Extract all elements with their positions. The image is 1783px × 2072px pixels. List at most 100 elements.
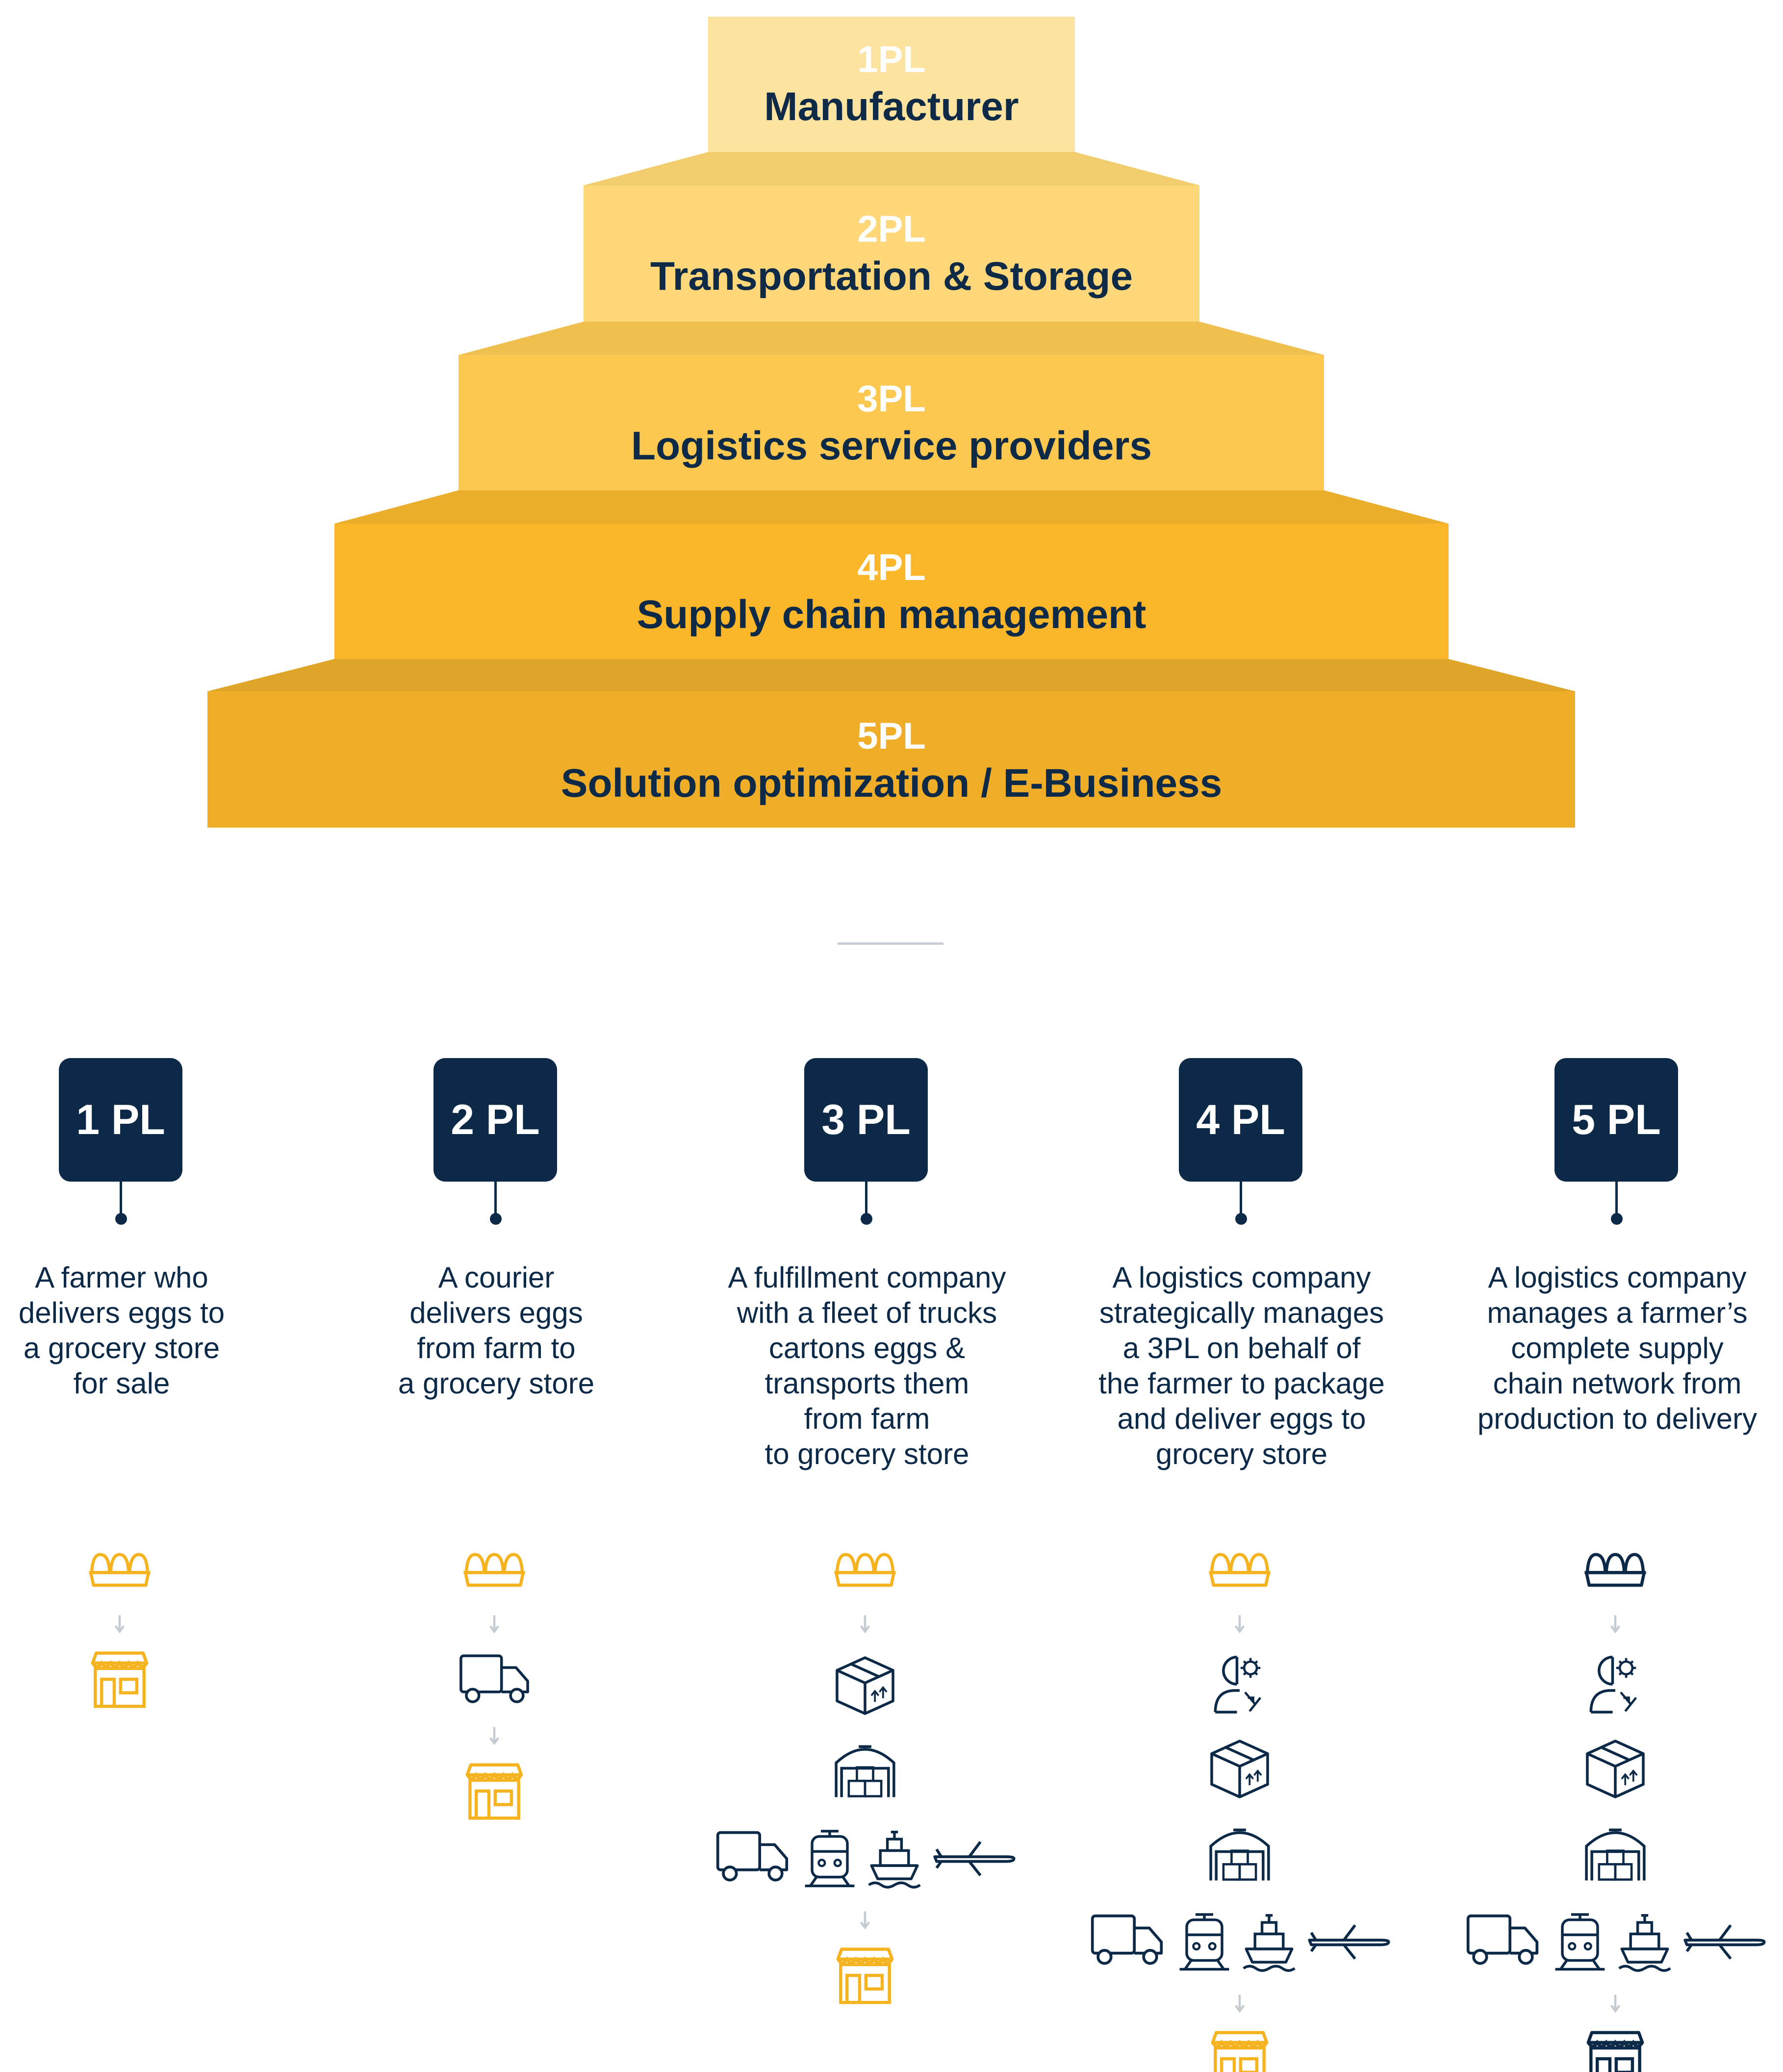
column-description: A courier delivers eggs from farm to a g…	[291, 1260, 701, 1401]
eggs-icon	[1584, 1553, 1646, 1587]
desc-line: with a fleet of trucks	[737, 1296, 997, 1329]
arrow-icon	[114, 1615, 125, 1634]
tier-4pl-label: 4PL Supply chain management	[0, 545, 1783, 639]
eggs-icon	[834, 1553, 896, 1587]
desc-line: from farm	[804, 1402, 930, 1435]
truck-icon	[1466, 1914, 1539, 1965]
tier-code: 3PL	[857, 378, 926, 420]
desc-line: grocery store	[1155, 1438, 1328, 1470]
badge-3pl: 3 PL	[804, 1058, 928, 1182]
badge-dot	[115, 1213, 127, 1225]
arrow-icon	[489, 1615, 500, 1634]
tier-2pl	[584, 185, 1199, 322]
tier-4pl-top	[334, 490, 1449, 524]
box-icon	[836, 1656, 894, 1715]
tier-name: Transportation & Storage	[650, 254, 1133, 299]
column-description: A fulfillment company with a fleet of tr…	[662, 1260, 1072, 1472]
truck-icon	[459, 1654, 529, 1703]
ship-icon	[868, 1830, 921, 1889]
arrow-icon	[489, 1727, 500, 1745]
plane-icon	[1683, 1924, 1766, 1960]
desc-line: to grocery store	[764, 1438, 969, 1470]
tier-name: Supply chain management	[637, 592, 1146, 637]
badge-connector	[865, 1182, 867, 1217]
warehouse-icon	[1585, 1828, 1646, 1881]
desc-line: complete supply	[1511, 1332, 1724, 1364]
badge-1pl: 1 PL	[59, 1058, 182, 1182]
desc-line: a grocery store	[398, 1367, 595, 1400]
desc-line: A fulfillment company	[728, 1261, 1006, 1294]
manager-icon	[1589, 1656, 1637, 1714]
store-icon	[1211, 2031, 1269, 2072]
column-description: A logistics company strategically manage…	[1037, 1260, 1447, 1472]
desc-line: A logistics company	[1112, 1261, 1371, 1294]
badge-connector	[120, 1182, 122, 1217]
desc-line: and deliver eggs to	[1117, 1402, 1366, 1435]
tier-3pl-label: 3PL Logistics service providers	[0, 377, 1783, 471]
store-icon	[836, 1947, 894, 2004]
desc-line: A courier	[438, 1261, 555, 1294]
box-icon	[1210, 1740, 1269, 1798]
badge-dot	[490, 1213, 502, 1225]
badge-connector	[494, 1182, 497, 1217]
tier-code: 1PL	[857, 39, 926, 80]
desc-line: the farmer to package	[1098, 1367, 1385, 1400]
badge-dot	[1235, 1213, 1247, 1225]
train-icon	[805, 1830, 855, 1888]
desc-line: A logistics company	[1488, 1261, 1747, 1294]
store-icon	[1586, 2031, 1644, 2072]
desc-line: for sale	[73, 1367, 170, 1400]
tier-5pl-label: 5PL Solution optimization / E-Business	[0, 714, 1783, 808]
badge-2pl: 2 PL	[433, 1058, 557, 1182]
store-icon	[91, 1651, 149, 1708]
desc-line: cartons eggs &	[768, 1332, 966, 1364]
truck-icon	[716, 1831, 789, 1882]
badge-connector	[1240, 1182, 1242, 1217]
truck-icon	[1091, 1914, 1163, 1965]
badge-4pl: 4 PL	[1179, 1058, 1302, 1182]
desc-line: strategically manages	[1099, 1296, 1384, 1329]
manager-icon	[1214, 1656, 1262, 1714]
badge-dot	[1611, 1213, 1623, 1225]
tier-name: Logistics service providers	[631, 424, 1152, 468]
column-description: A farmer who delivers eggs to a grocery …	[0, 1260, 327, 1401]
train-icon	[1179, 1913, 1229, 1971]
desc-line: delivers eggs	[409, 1296, 583, 1329]
pyramid-diagram	[207, 17, 1575, 828]
desc-line: A farmer who	[35, 1261, 208, 1294]
tier-4pl	[334, 524, 1449, 659]
tier-1pl	[708, 17, 1075, 152]
tier-code: 5PL	[857, 715, 926, 757]
ship-icon	[1243, 1914, 1296, 1972]
plane-icon	[1308, 1924, 1390, 1960]
desc-line: a grocery store	[23, 1332, 220, 1364]
tier-3pl-top	[458, 322, 1324, 355]
eggs-icon	[89, 1553, 151, 1587]
eggs-icon	[463, 1553, 525, 1587]
tier-code: 4PL	[857, 547, 926, 588]
tier-5pl-top	[207, 659, 1575, 691]
warehouse-icon	[835, 1745, 895, 1797]
plane-icon	[933, 1841, 1016, 1876]
desc-line: from farm to	[417, 1332, 576, 1364]
arrow-icon	[1610, 1615, 1621, 1634]
arrow-icon	[1610, 1995, 1621, 2013]
store-icon	[465, 1763, 523, 1820]
arrow-icon	[1234, 1995, 1245, 2013]
desc-line: production to delivery	[1477, 1402, 1758, 1435]
eggs-icon	[1209, 1553, 1271, 1587]
arrow-icon	[1234, 1615, 1245, 1634]
tier-2pl-label: 2PL Transportation & Storage	[0, 207, 1783, 301]
tier-name: Manufacturer	[764, 84, 1019, 129]
desc-line: chain network from	[1493, 1367, 1742, 1400]
box-icon	[1586, 1740, 1645, 1798]
arrow-icon	[860, 1615, 870, 1634]
tier-2pl-top	[584, 152, 1199, 185]
desc-line: transports them	[764, 1367, 969, 1400]
desc-line: manages a farmer’s	[1487, 1296, 1748, 1329]
badge-5pl: 5 PL	[1554, 1058, 1678, 1182]
desc-line: delivers eggs to	[18, 1296, 225, 1329]
tier-1pl-label: 1PL Manufacturer	[0, 37, 1783, 131]
section-divider	[838, 942, 943, 945]
